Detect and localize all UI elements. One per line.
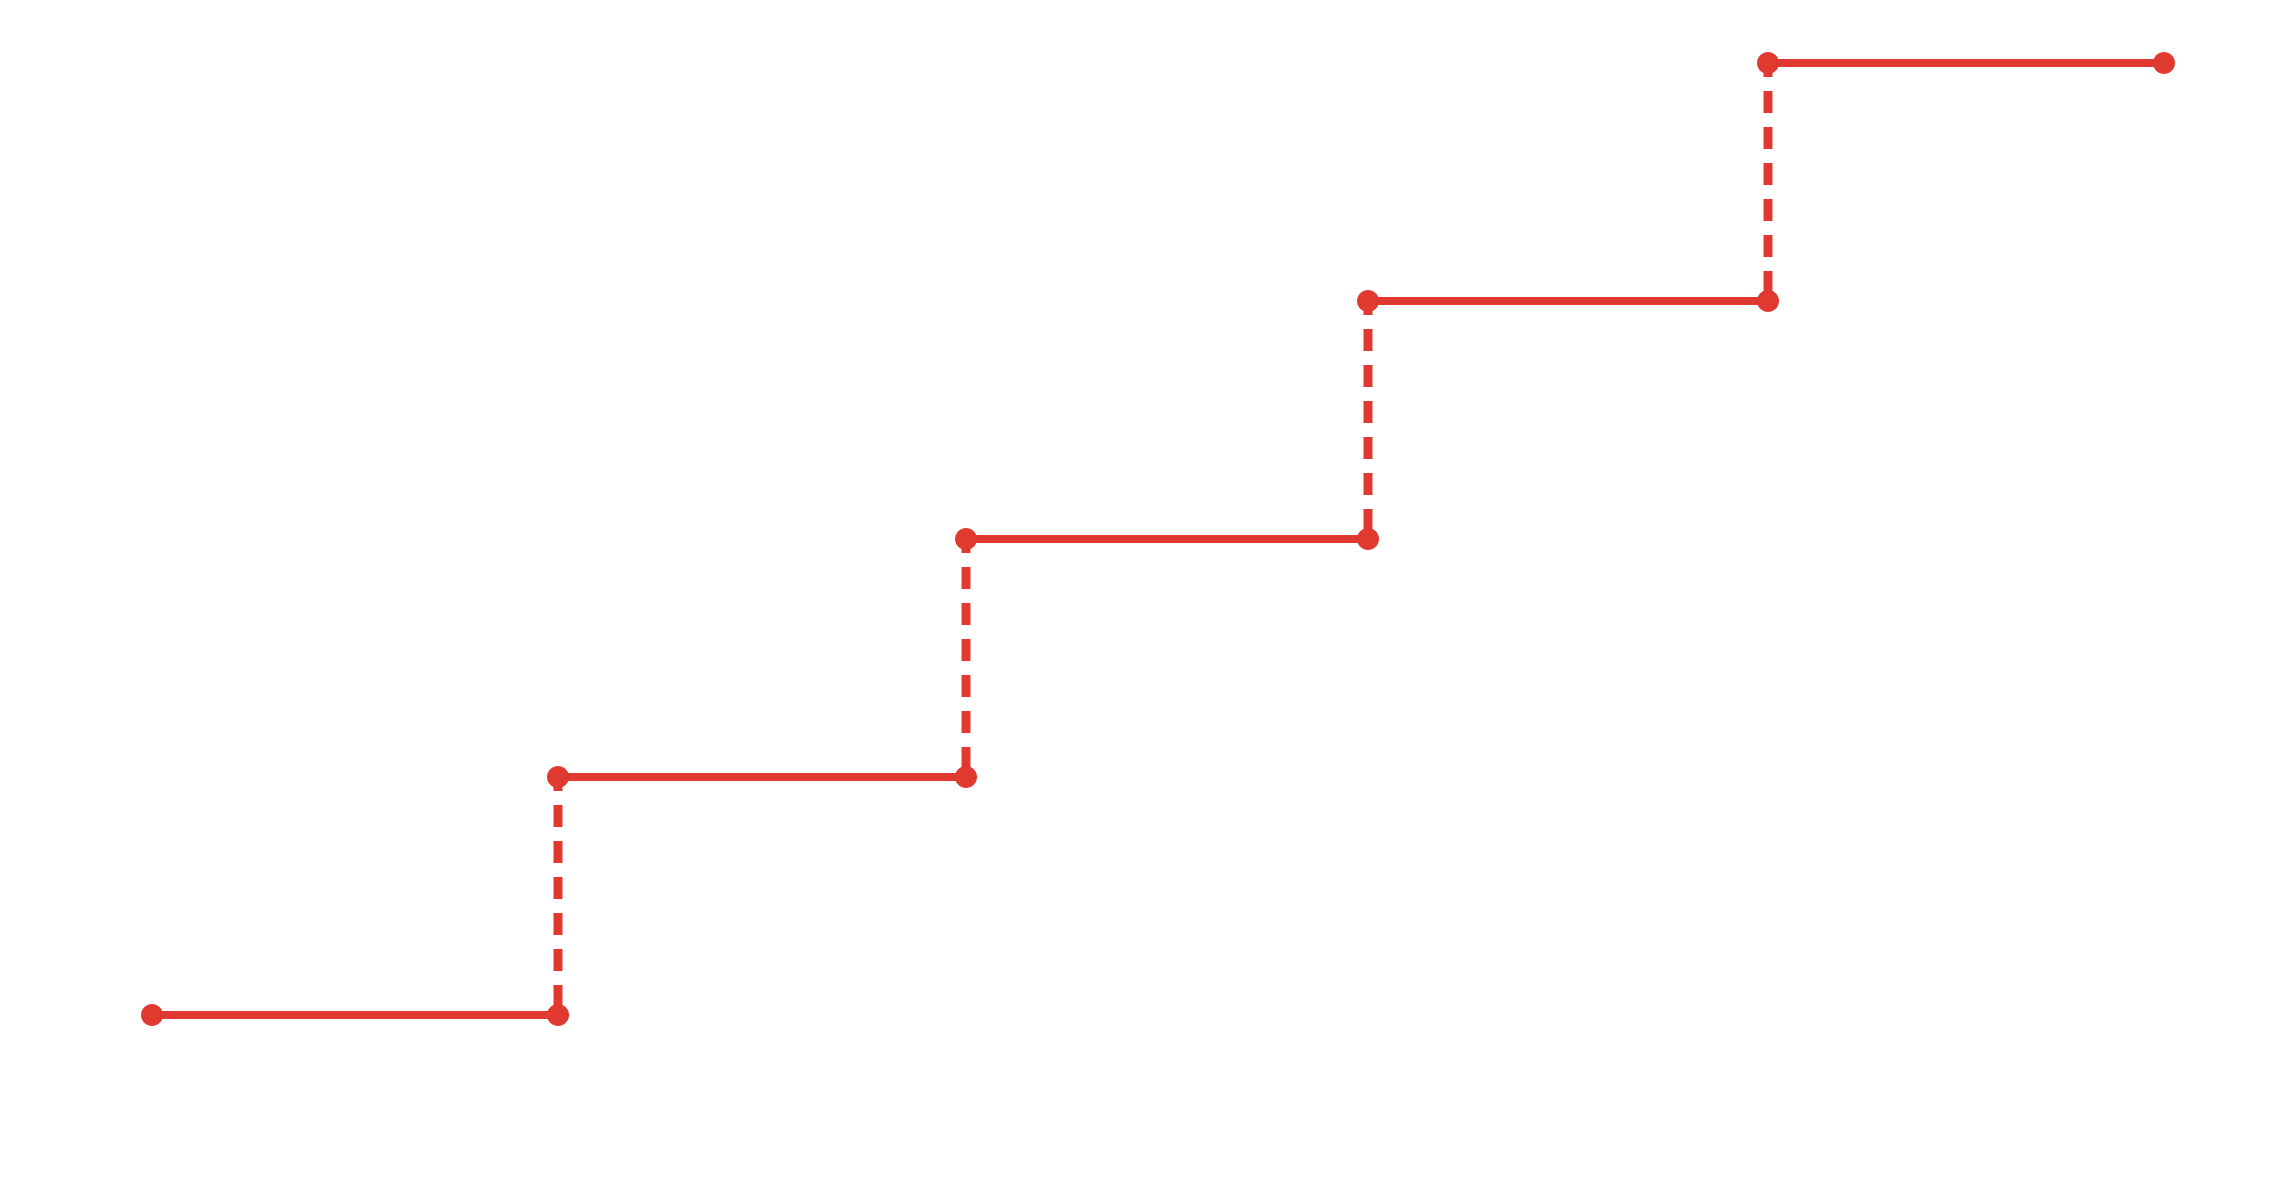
step-point-start-2: [955, 528, 977, 550]
step-point-end-0: [547, 1004, 569, 1026]
step-point-end-4: [2153, 52, 2175, 74]
step-point-end-3: [1757, 290, 1779, 312]
step-point-end-2: [1357, 528, 1379, 550]
step-point-start-4: [1757, 52, 1779, 74]
step-point-start-3: [1357, 290, 1379, 312]
step-point-end-1: [955, 766, 977, 788]
step-point-start-0: [141, 1004, 163, 1026]
step-point-start-1: [547, 766, 569, 788]
